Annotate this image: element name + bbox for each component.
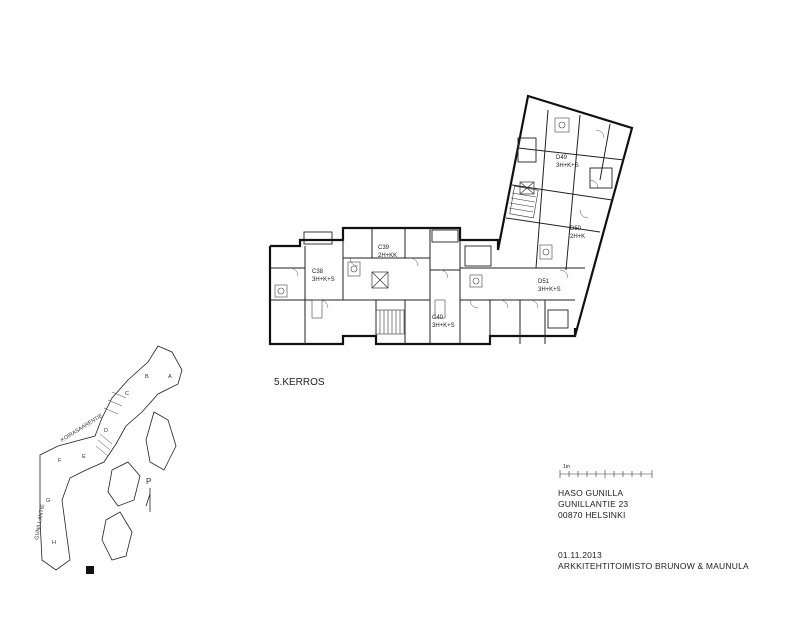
floor-title: 5.KERROS	[274, 377, 325, 388]
fixtures	[274, 117, 570, 319]
site-building-b: B	[145, 374, 149, 380]
north-arrow: P	[145, 477, 151, 512]
unit-c40-type: 3H+K+S	[432, 323, 455, 329]
site-building-h: H	[52, 540, 56, 546]
project-date: 01.11.2013	[558, 550, 602, 560]
balconies	[303, 137, 613, 329]
site-stairs	[95, 391, 127, 457]
project-credit-block: 01.11.2013 ARKKITEHTITOIMISTO BRUNOW & M…	[558, 550, 749, 572]
project-address-block: HASO GUNILLA GUNILLANTIE 23 00870 HELSIN…	[558, 488, 628, 521]
site-building-d: D	[104, 428, 108, 434]
unit-d51-type: 3H+K+S	[538, 287, 561, 293]
unit-c38-code: C38	[312, 269, 324, 275]
scale-bar	[559, 470, 653, 478]
project-street: GUNILLANTIE 23	[558, 499, 629, 509]
stairs	[375, 185, 539, 335]
project-postal: 00870 HELSINKI	[558, 510, 626, 520]
unit-c39-type: 2H+KK	[378, 253, 397, 259]
unit-d50-code: D50	[570, 226, 582, 232]
site-building-f: F	[58, 458, 62, 464]
elevator-shafts	[371, 181, 535, 289]
street-gunillantie: GUNILLANTIE	[34, 503, 46, 540]
scale-label: 1m	[563, 464, 570, 470]
exterior-walls	[268, 94, 634, 346]
unit-c40-code: C40	[432, 315, 444, 321]
site-building-c: C	[125, 391, 129, 397]
project-name: HASO GUNILLA	[558, 488, 624, 498]
unit-d49-type: 3H+K+S	[556, 163, 579, 169]
site-building-e: E	[82, 454, 86, 460]
site-building-g: G	[46, 498, 50, 504]
unit-d51-code: D51	[538, 279, 550, 285]
site-buildings	[39, 345, 183, 571]
north-arrow-label: P	[146, 477, 151, 486]
site-building-a: A	[168, 374, 172, 380]
unit-c39-code: C39	[378, 245, 390, 251]
architect-name: ARKKITEHTITOIMISTO BRUNOW & MAUNULA	[558, 561, 749, 571]
unit-d49-code: D49	[556, 155, 568, 161]
site-entrance-marker	[86, 566, 94, 574]
unit-c38-type: 3H+K+S	[312, 277, 335, 283]
unit-d50-type: 2H+K	[570, 234, 585, 240]
